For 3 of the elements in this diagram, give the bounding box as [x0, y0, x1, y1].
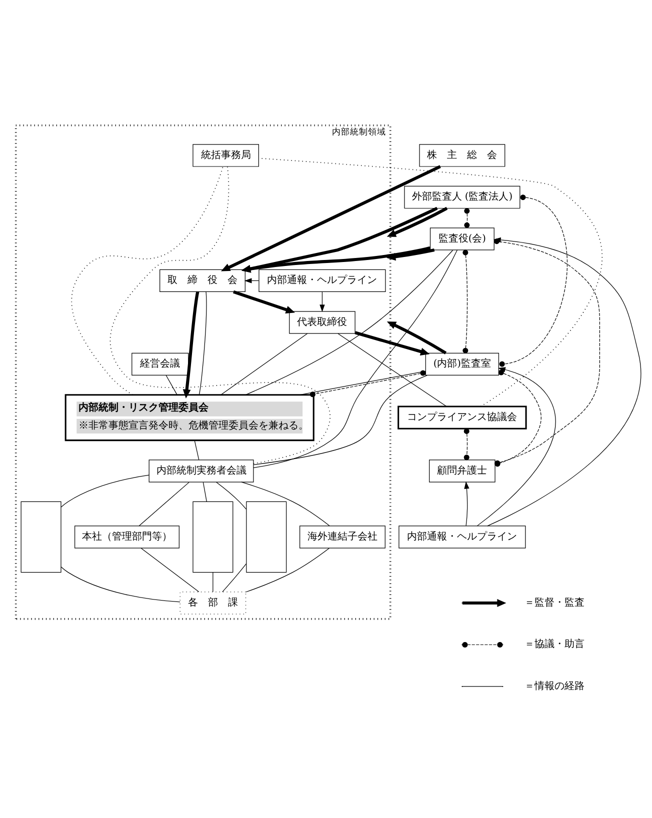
legend-label: ＝監督・監査: [524, 597, 584, 608]
legend-label: ＝協議・助言: [524, 639, 584, 650]
legend-label: ＝情報の経路: [524, 680, 584, 692]
